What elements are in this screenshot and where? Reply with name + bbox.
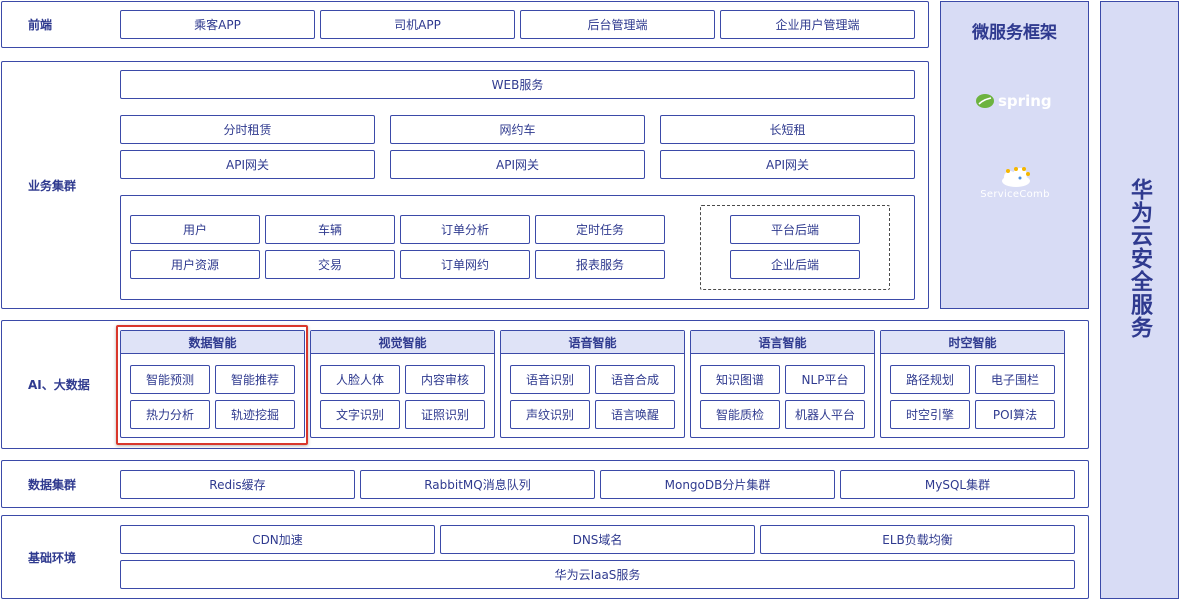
servicecomb-logo: ServiceComb — [970, 165, 1060, 203]
spring-leaf-icon — [975, 93, 995, 109]
enterprise-console-box: 企业用户管理端 — [720, 10, 915, 39]
cdn-box: CDN加速 — [120, 525, 435, 554]
iaas-box: 华为云IaaS服务 — [120, 560, 1075, 589]
security-title: 华为云安全服务 — [1127, 178, 1152, 339]
module-report-service-box: 报表服务 — [535, 250, 665, 279]
backend-group — [700, 205, 890, 290]
ai-item-box: 语音合成 — [595, 365, 675, 394]
mysql-box: MySQL集群 — [840, 470, 1075, 499]
ai-item-box: 知识图谱 — [700, 365, 780, 394]
ai-item-box: 人脸人体 — [320, 365, 400, 394]
business-modules-container — [120, 195, 915, 300]
security-panel — [1100, 1, 1179, 599]
ai-group-title: 数据智能 — [121, 331, 304, 354]
module-user-resource-box: 用户资源 — [130, 250, 260, 279]
ai-item-box: 智能预测 — [130, 365, 210, 394]
module-vehicle-box: 车辆 — [265, 215, 395, 244]
ai-item-box: 证照识别 — [405, 400, 485, 429]
passenger-app-box: 乘客APP — [120, 10, 315, 39]
ai-item-box: 路径规划 — [890, 365, 970, 394]
mongodb-box: MongoDB分片集群 — [600, 470, 835, 499]
driver-app-box: 司机APP — [320, 10, 515, 39]
service-ride-hailing-box: 网约车 — [390, 115, 645, 144]
cloud-icon — [996, 165, 1036, 189]
highlight-frame — [116, 325, 308, 445]
servicecomb-wordmark: ServiceComb — [980, 189, 1050, 200]
ai-item-box: 声纹识别 — [510, 400, 590, 429]
ai-item-box: 文字识别 — [320, 400, 400, 429]
data-cluster-label: 数据集群 — [28, 477, 77, 492]
microservice-title: 微服务框架 — [972, 23, 1057, 43]
ai-item-box: 轨迹挖掘 — [215, 400, 295, 429]
ai-item-box: 热力分析 — [130, 400, 210, 429]
ai-item-box: 智能质检 — [700, 400, 780, 429]
ai-item-box: NLP平台 — [785, 365, 865, 394]
ai-item-box: 内容审核 — [405, 365, 485, 394]
rabbitmq-box: RabbitMQ消息队列 — [360, 470, 595, 499]
web-service-box: WEB服务 — [120, 70, 915, 99]
ai-item-box: 智能推荐 — [215, 365, 295, 394]
module-order-ride-box: 订单网约 — [400, 250, 530, 279]
infra-label: 基础环境 — [28, 550, 77, 565]
dns-box: DNS域名 — [440, 525, 755, 554]
platform-backend-box: 平台后端 — [730, 215, 860, 244]
module-scheduled-task-box: 定时任务 — [535, 215, 665, 244]
ai-item-box: 语音识别 — [510, 365, 590, 394]
ai-item-box: 语言唤醒 — [595, 400, 675, 429]
module-order-analysis-box: 订单分析 — [400, 215, 530, 244]
microservice-panel — [940, 1, 1089, 309]
frontend-label: 前端 — [28, 18, 53, 32]
module-transaction-box: 交易 — [265, 250, 395, 279]
admin-console-box: 后台管理端 — [520, 10, 715, 39]
ai-bigdata-label: AI、大数据 — [28, 378, 90, 392]
service-time-share-box: 分时租赁 — [120, 115, 375, 144]
spring-logo: spring — [975, 90, 1065, 112]
api-gateway-box: API网关 — [660, 150, 915, 179]
ai-group-title: 时空智能 — [881, 331, 1064, 354]
elb-box: ELB负载均衡 — [760, 525, 1075, 554]
ai-item-box: POI算法 — [975, 400, 1055, 429]
service-rental-box: 长短租 — [660, 115, 915, 144]
spring-wordmark: spring — [998, 92, 1052, 110]
ai-group-title: 语言智能 — [691, 331, 874, 354]
ai-group-title: 语音智能 — [501, 331, 684, 354]
business-label: 业务集群 — [28, 178, 77, 193]
ai-item-box: 电子围栏 — [975, 365, 1055, 394]
redis-box: Redis缓存 — [120, 470, 355, 499]
ai-item-box: 机器人平台 — [785, 400, 865, 429]
api-gateway-box: API网关 — [120, 150, 375, 179]
enterprise-backend-box: 企业后端 — [730, 250, 860, 279]
module-user-box: 用户 — [130, 215, 260, 244]
ai-item-box: 时空引擎 — [890, 400, 970, 429]
ai-group-title: 视觉智能 — [311, 331, 494, 354]
api-gateway-box: API网关 — [390, 150, 645, 179]
